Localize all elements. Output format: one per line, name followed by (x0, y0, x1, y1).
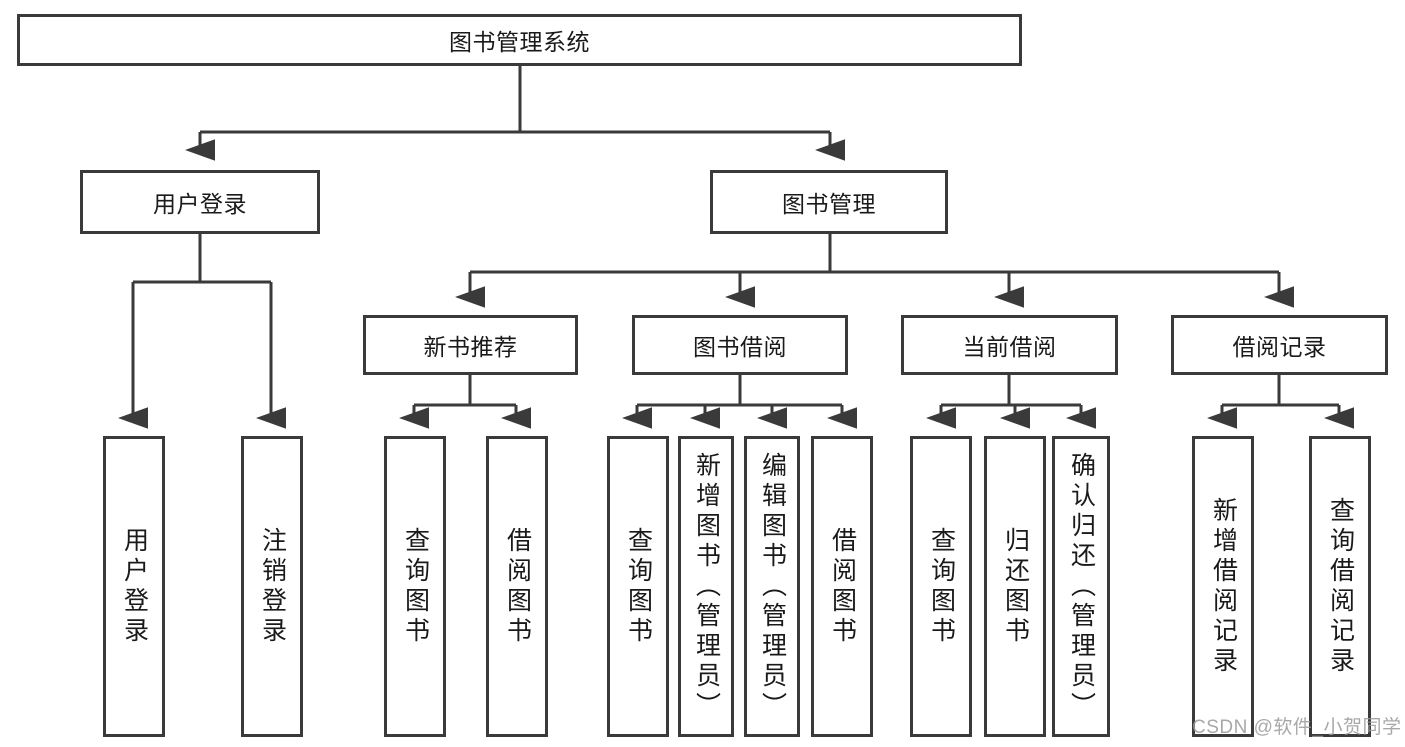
node-user-login-label: 用户登录 (153, 191, 247, 217)
node-leaf-query-book-1[interactable]: 查询图书 (384, 436, 446, 737)
node-leaf-user-login-label: 用户登录 (120, 526, 149, 647)
node-leaf-borrow-book-1[interactable]: 借阅图书 (486, 436, 548, 737)
node-leaf-query-book-2[interactable]: 查询图书 (607, 436, 669, 737)
node-leaf-add-record[interactable]: 新增借阅记录 (1192, 436, 1254, 737)
node-leaf-confirm-return-label: 确认归还（管理员） (1067, 451, 1096, 722)
node-leaf-query-record-label: 查询借阅记录 (1326, 496, 1355, 677)
node-leaf-edit-book[interactable]: 编辑图书（管理员） (744, 436, 800, 737)
node-current-borrow[interactable]: 当前借阅 (901, 315, 1118, 375)
node-book-borrow[interactable]: 图书借阅 (632, 315, 848, 375)
node-leaf-logout-login[interactable]: 注销登录 (241, 436, 303, 737)
node-root-label: 图书管理系统 (449, 29, 590, 55)
node-current-borrow-label: 当前借阅 (962, 334, 1057, 360)
node-new-book-rec[interactable]: 新书推荐 (363, 315, 578, 375)
node-leaf-query-book-1-label: 查询图书 (401, 526, 430, 647)
node-leaf-borrow-book-2-label: 借阅图书 (828, 526, 857, 647)
node-leaf-borrow-book-1-label: 借阅图书 (503, 526, 532, 647)
node-leaf-query-book-3-label: 查询图书 (927, 526, 956, 647)
node-borrow-record-label: 借阅记录 (1232, 334, 1327, 360)
node-leaf-query-book-3[interactable]: 查询图书 (910, 436, 972, 737)
node-leaf-add-record-label: 新增借阅记录 (1209, 496, 1238, 677)
node-leaf-edit-book-label: 编辑图书（管理员） (758, 451, 787, 722)
watermark: CSDN @软件_小贺同学 (1192, 717, 1402, 738)
node-new-book-rec-label: 新书推荐 (423, 334, 518, 360)
node-leaf-add-book[interactable]: 新增图书（管理员） (678, 436, 734, 737)
node-leaf-confirm-return[interactable]: 确认归还（管理员） (1052, 436, 1110, 737)
node-leaf-return-book[interactable]: 归还图书 (984, 436, 1046, 737)
node-user-login[interactable]: 用户登录 (80, 170, 320, 234)
node-book-manage-label: 图书管理 (782, 191, 876, 217)
node-book-manage[interactable]: 图书管理 (710, 170, 948, 234)
node-leaf-borrow-book-2[interactable]: 借阅图书 (811, 436, 873, 737)
node-leaf-query-book-2-label: 查询图书 (624, 526, 653, 647)
node-leaf-add-book-label: 新增图书（管理员） (692, 451, 721, 722)
node-leaf-query-record[interactable]: 查询借阅记录 (1309, 436, 1371, 737)
node-leaf-return-book-label: 归还图书 (1001, 526, 1030, 647)
node-borrow-record[interactable]: 借阅记录 (1171, 315, 1388, 375)
node-leaf-user-login[interactable]: 用户登录 (103, 436, 165, 737)
node-book-borrow-label: 图书借阅 (693, 334, 787, 360)
node-leaf-logout-login-label: 注销登录 (258, 526, 287, 647)
node-root[interactable]: 图书管理系统 (17, 14, 1022, 66)
